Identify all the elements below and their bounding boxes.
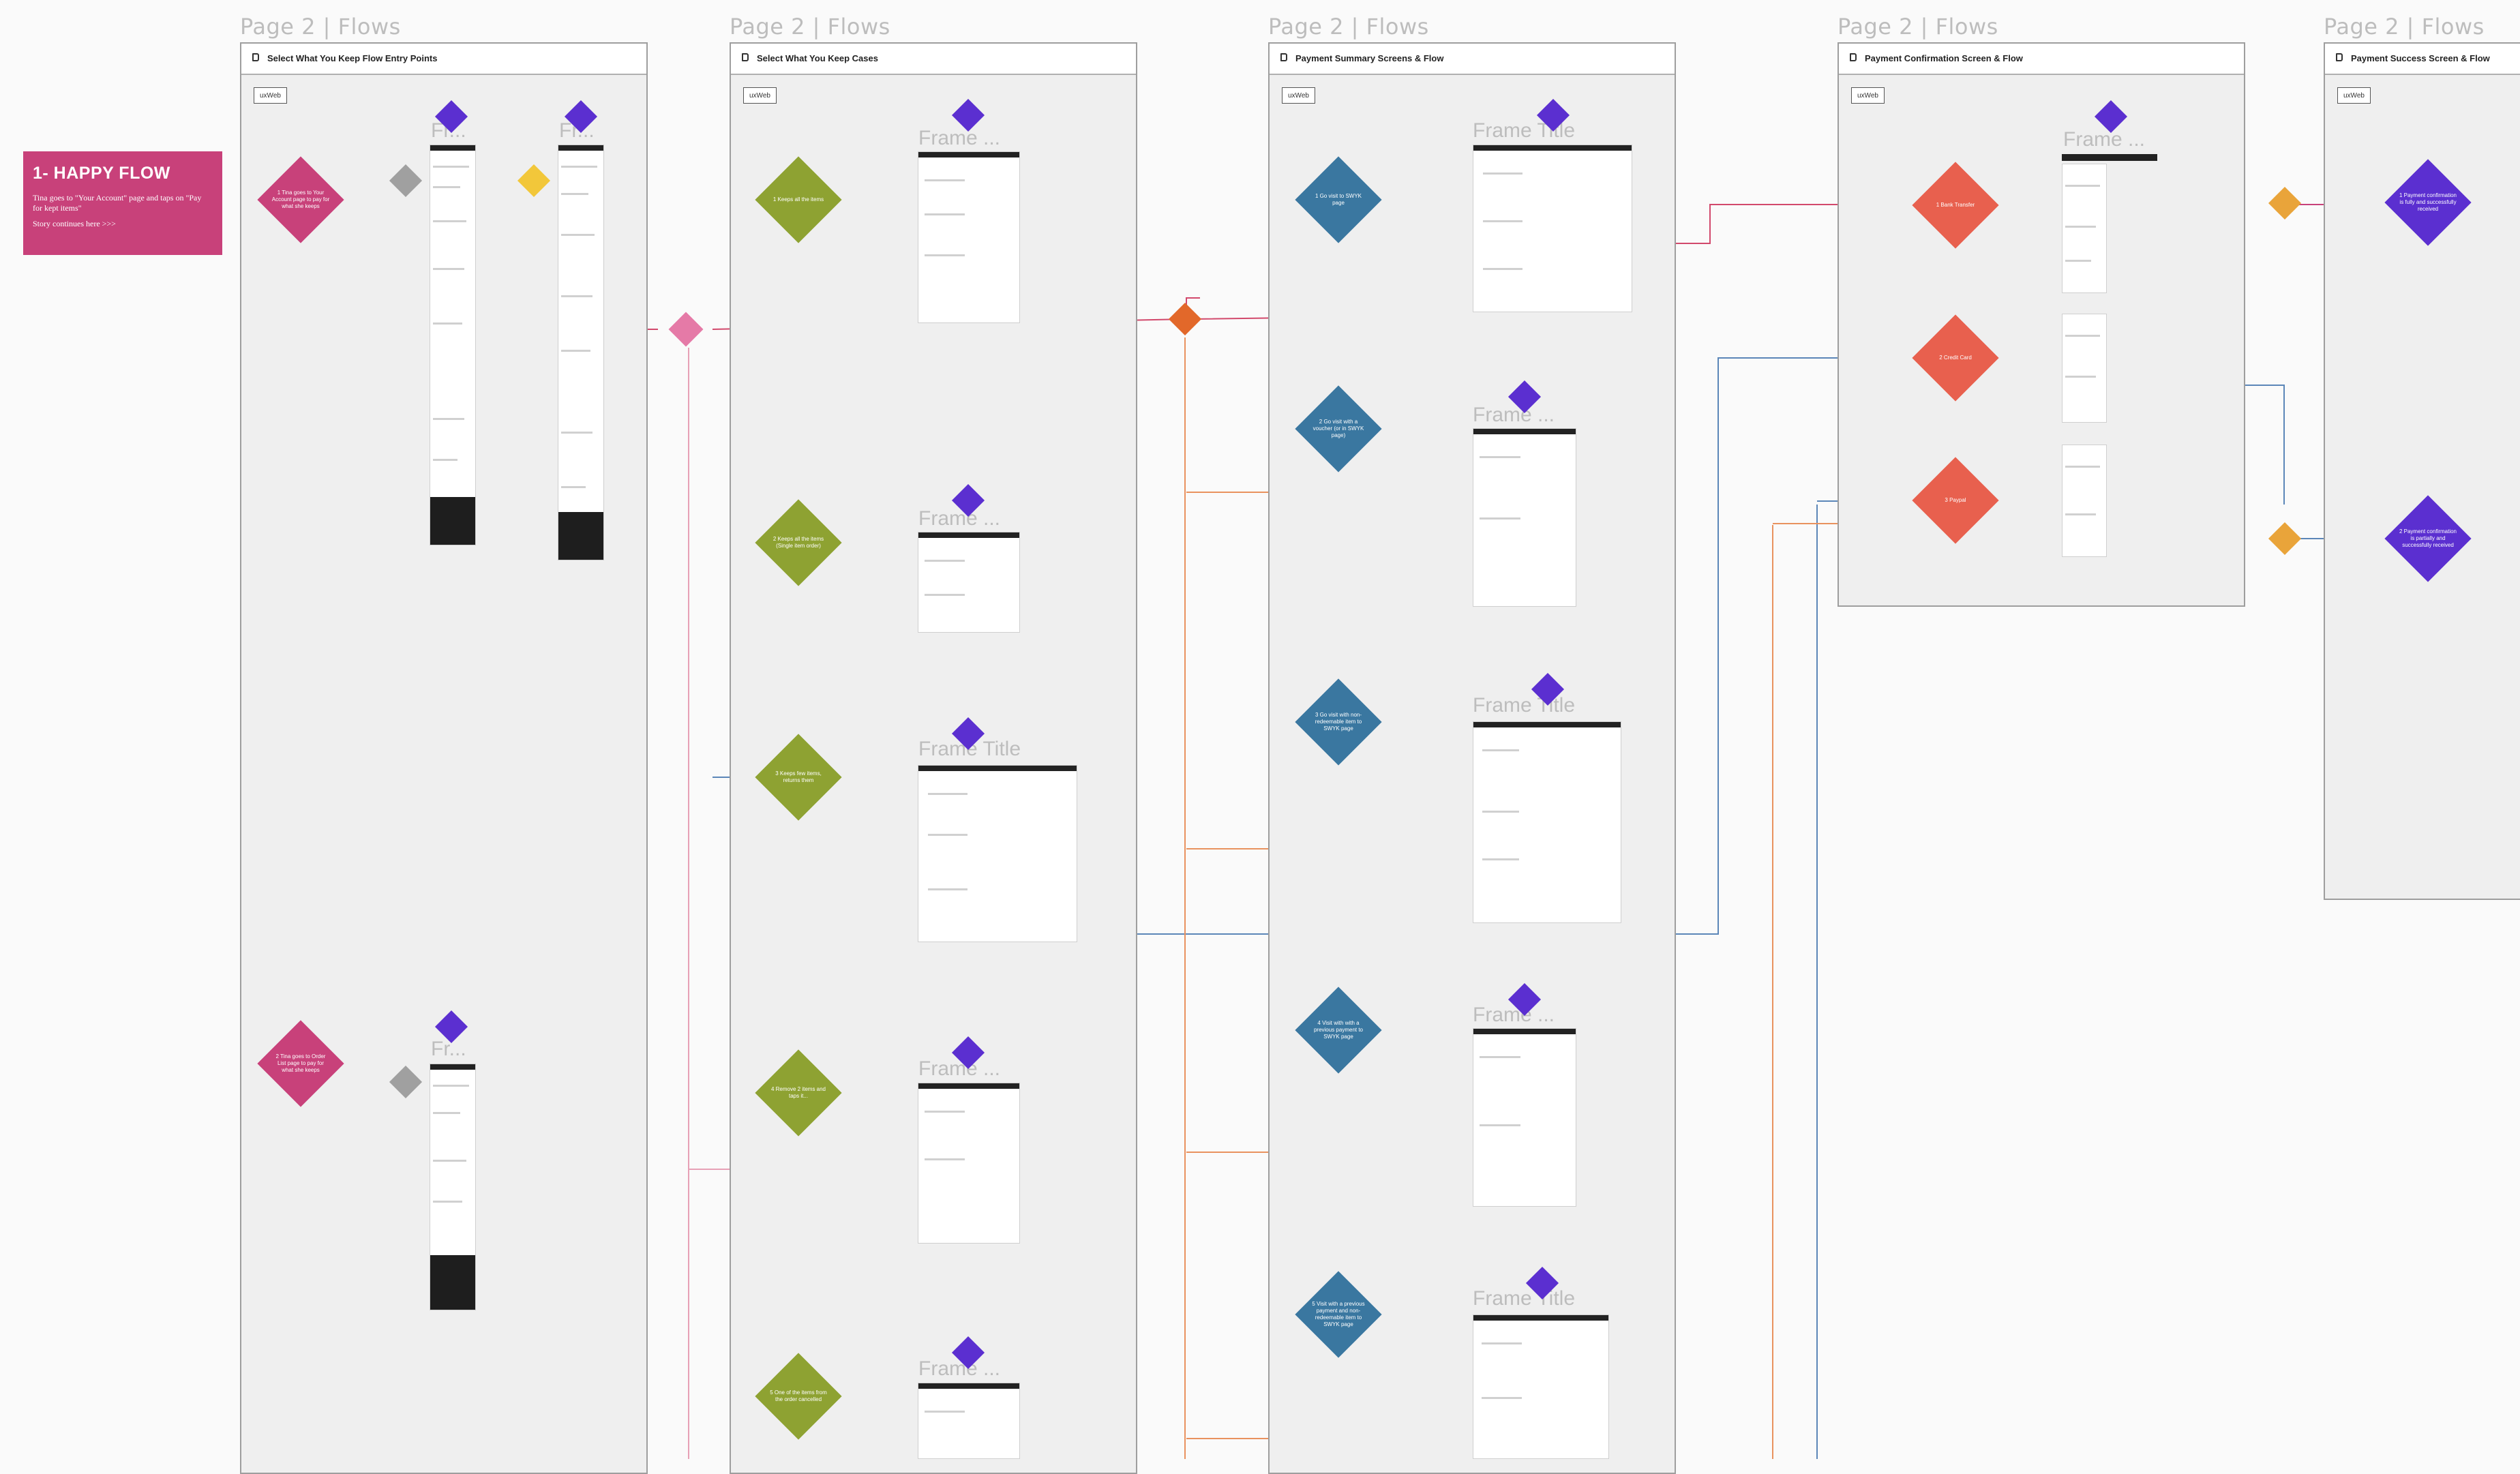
section-tag: uxWeb — [1282, 87, 1315, 104]
flag-icon — [742, 53, 749, 61]
flag-icon — [2336, 53, 2343, 61]
page-label-5: Page 2 | Flows — [2324, 14, 2485, 40]
component-badge[interactable] — [950, 1335, 986, 1370]
screen-mockup[interactable] — [2062, 314, 2107, 423]
junction-node-amber[interactable] — [2268, 522, 2302, 556]
component-badge[interactable] — [950, 1035, 986, 1070]
decision-node-yellow[interactable] — [517, 164, 551, 198]
section-header: Payment Summary Screens & Flow — [1270, 44, 1675, 75]
screen-mockup-header — [2062, 154, 2157, 161]
happy-flow-title: 1- HAPPY FLOW — [33, 164, 213, 183]
component-badge[interactable] — [1507, 982, 1542, 1017]
screen-mockup[interactable] — [430, 1064, 476, 1310]
section-title: Payment Confirmation Screen & Flow — [1865, 53, 2023, 63]
decision-node-summary-1[interactable]: 1 Go visit to SWYK page — [1295, 157, 1381, 243]
page-label-2: Page 2 | Flows — [730, 14, 890, 40]
decision-node-gray[interactable] — [389, 1065, 423, 1099]
component-badge[interactable] — [563, 99, 599, 134]
decision-node-summary-4[interactable]: 4 Visit with with a previous payment to … — [1295, 987, 1381, 1073]
page-label-1: Page 2 | Flows — [240, 14, 401, 40]
decision-node-case-4[interactable]: 4 Remove 2 items and taps it... — [755, 1050, 841, 1136]
section-title: Select What You Keep Flow Entry Points — [267, 53, 437, 63]
section-header: Payment Confirmation Screen & Flow — [1839, 44, 2244, 75]
screen-mockup[interactable] — [1473, 1028, 1576, 1207]
section-tag: uxWeb — [743, 87, 777, 104]
decision-node-success-1[interactable]: 1 Payment confirmation is fully and succ… — [2385, 160, 2471, 245]
section-tag: uxWeb — [1851, 87, 1885, 104]
screen-mockup[interactable] — [558, 145, 604, 560]
screen-mockup[interactable] — [430, 145, 476, 545]
section-header: Select What You Keep Cases — [731, 44, 1136, 75]
decision-node-case-3[interactable]: 3 Keeps few items, returns them — [755, 734, 841, 820]
screen-mockup[interactable] — [1473, 428, 1576, 607]
decision-node-summary-5[interactable]: 5 Visit with a previous payment and non-… — [1295, 1272, 1381, 1357]
screen-mockup[interactable] — [1473, 145, 1632, 312]
screen-mockup[interactable] — [2062, 445, 2107, 557]
screen-mockup[interactable] — [2062, 164, 2107, 293]
component-badge[interactable] — [2093, 99, 2129, 134]
section-title: Payment Success Screen & Flow — [2351, 53, 2490, 63]
flag-icon — [1280, 53, 1287, 61]
flag-icon — [252, 53, 259, 61]
decision-node-summary-3[interactable]: 3 Go visit with non-redeemable item to S… — [1295, 679, 1381, 765]
happy-flow-text: Tina goes to "Your Account" page and tap… — [33, 193, 213, 213]
decision-node-case-2[interactable]: 2 Keeps all the items (Single item order… — [755, 500, 841, 586]
flag-icon — [1850, 53, 1857, 61]
component-badge[interactable] — [434, 99, 469, 134]
page-label-4: Page 2 | Flows — [1837, 14, 1998, 40]
decision-node-summary-2[interactable]: 2 Go visit with a voucher (or in SWYK pa… — [1295, 386, 1381, 472]
junction-node-amber[interactable] — [2268, 186, 2302, 220]
decision-node-case-1[interactable]: 1 Keeps all the items — [755, 157, 841, 243]
screen-mockup[interactable] — [918, 151, 1020, 323]
section-payment-confirmation[interactable]: Payment Confirmation Screen & Flow uxWeb — [1837, 42, 2245, 607]
screen-mockup[interactable] — [918, 765, 1077, 942]
component-badge[interactable] — [1507, 379, 1542, 415]
decision-node-confirmation-2[interactable]: 2 Credit Card — [1912, 315, 1998, 401]
page-label-3: Page 2 | Flows — [1268, 14, 1429, 40]
screen-mockup[interactable] — [918, 1383, 1020, 1459]
component-badge[interactable] — [950, 716, 986, 751]
decision-node-success-2[interactable]: 2 Payment confirmation is partially and … — [2385, 496, 2471, 582]
decision-node-gray[interactable] — [389, 164, 423, 198]
decision-node-confirmation-1[interactable]: 1 Bank Transfer — [1912, 162, 1998, 248]
component-badge[interactable] — [1530, 672, 1565, 707]
decision-node-entry-1[interactable]: 1 Tina goes to Your Account page to pay … — [258, 157, 344, 243]
component-badge[interactable] — [1525, 1265, 1560, 1301]
happy-flow-continue: Story continues here >>> — [33, 219, 213, 229]
section-tag: uxWeb — [2337, 87, 2371, 104]
decision-node-case-5[interactable]: 5 One of the items from the order cancel… — [755, 1353, 841, 1439]
component-badge[interactable] — [434, 1009, 469, 1044]
component-badge[interactable] — [950, 97, 986, 133]
screen-mockup[interactable] — [918, 1083, 1020, 1244]
component-badge[interactable] — [1535, 97, 1571, 133]
section-title: Payment Summary Screens & Flow — [1295, 53, 1443, 63]
junction-node-pink[interactable] — [667, 310, 705, 348]
section-tag: uxWeb — [254, 87, 287, 104]
happy-flow-note: 1- HAPPY FLOW Tina goes to "Your Account… — [23, 151, 222, 255]
screen-mockup[interactable] — [918, 532, 1020, 633]
section-header: Select What You Keep Flow Entry Points — [241, 44, 646, 75]
screen-mockup[interactable] — [1473, 721, 1621, 923]
decision-node-confirmation-3[interactable]: 3 Paypal — [1912, 457, 1998, 543]
junction-node-orange[interactable] — [1167, 301, 1203, 337]
component-badge[interactable] — [950, 483, 986, 518]
section-header: Payment Success Screen & Flow — [2325, 44, 2520, 75]
decision-node-entry-2[interactable]: 2 Tina goes to Order List page to pay fo… — [258, 1021, 344, 1107]
screen-mockup[interactable] — [1473, 1314, 1609, 1459]
section-title: Select What You Keep Cases — [757, 53, 878, 63]
